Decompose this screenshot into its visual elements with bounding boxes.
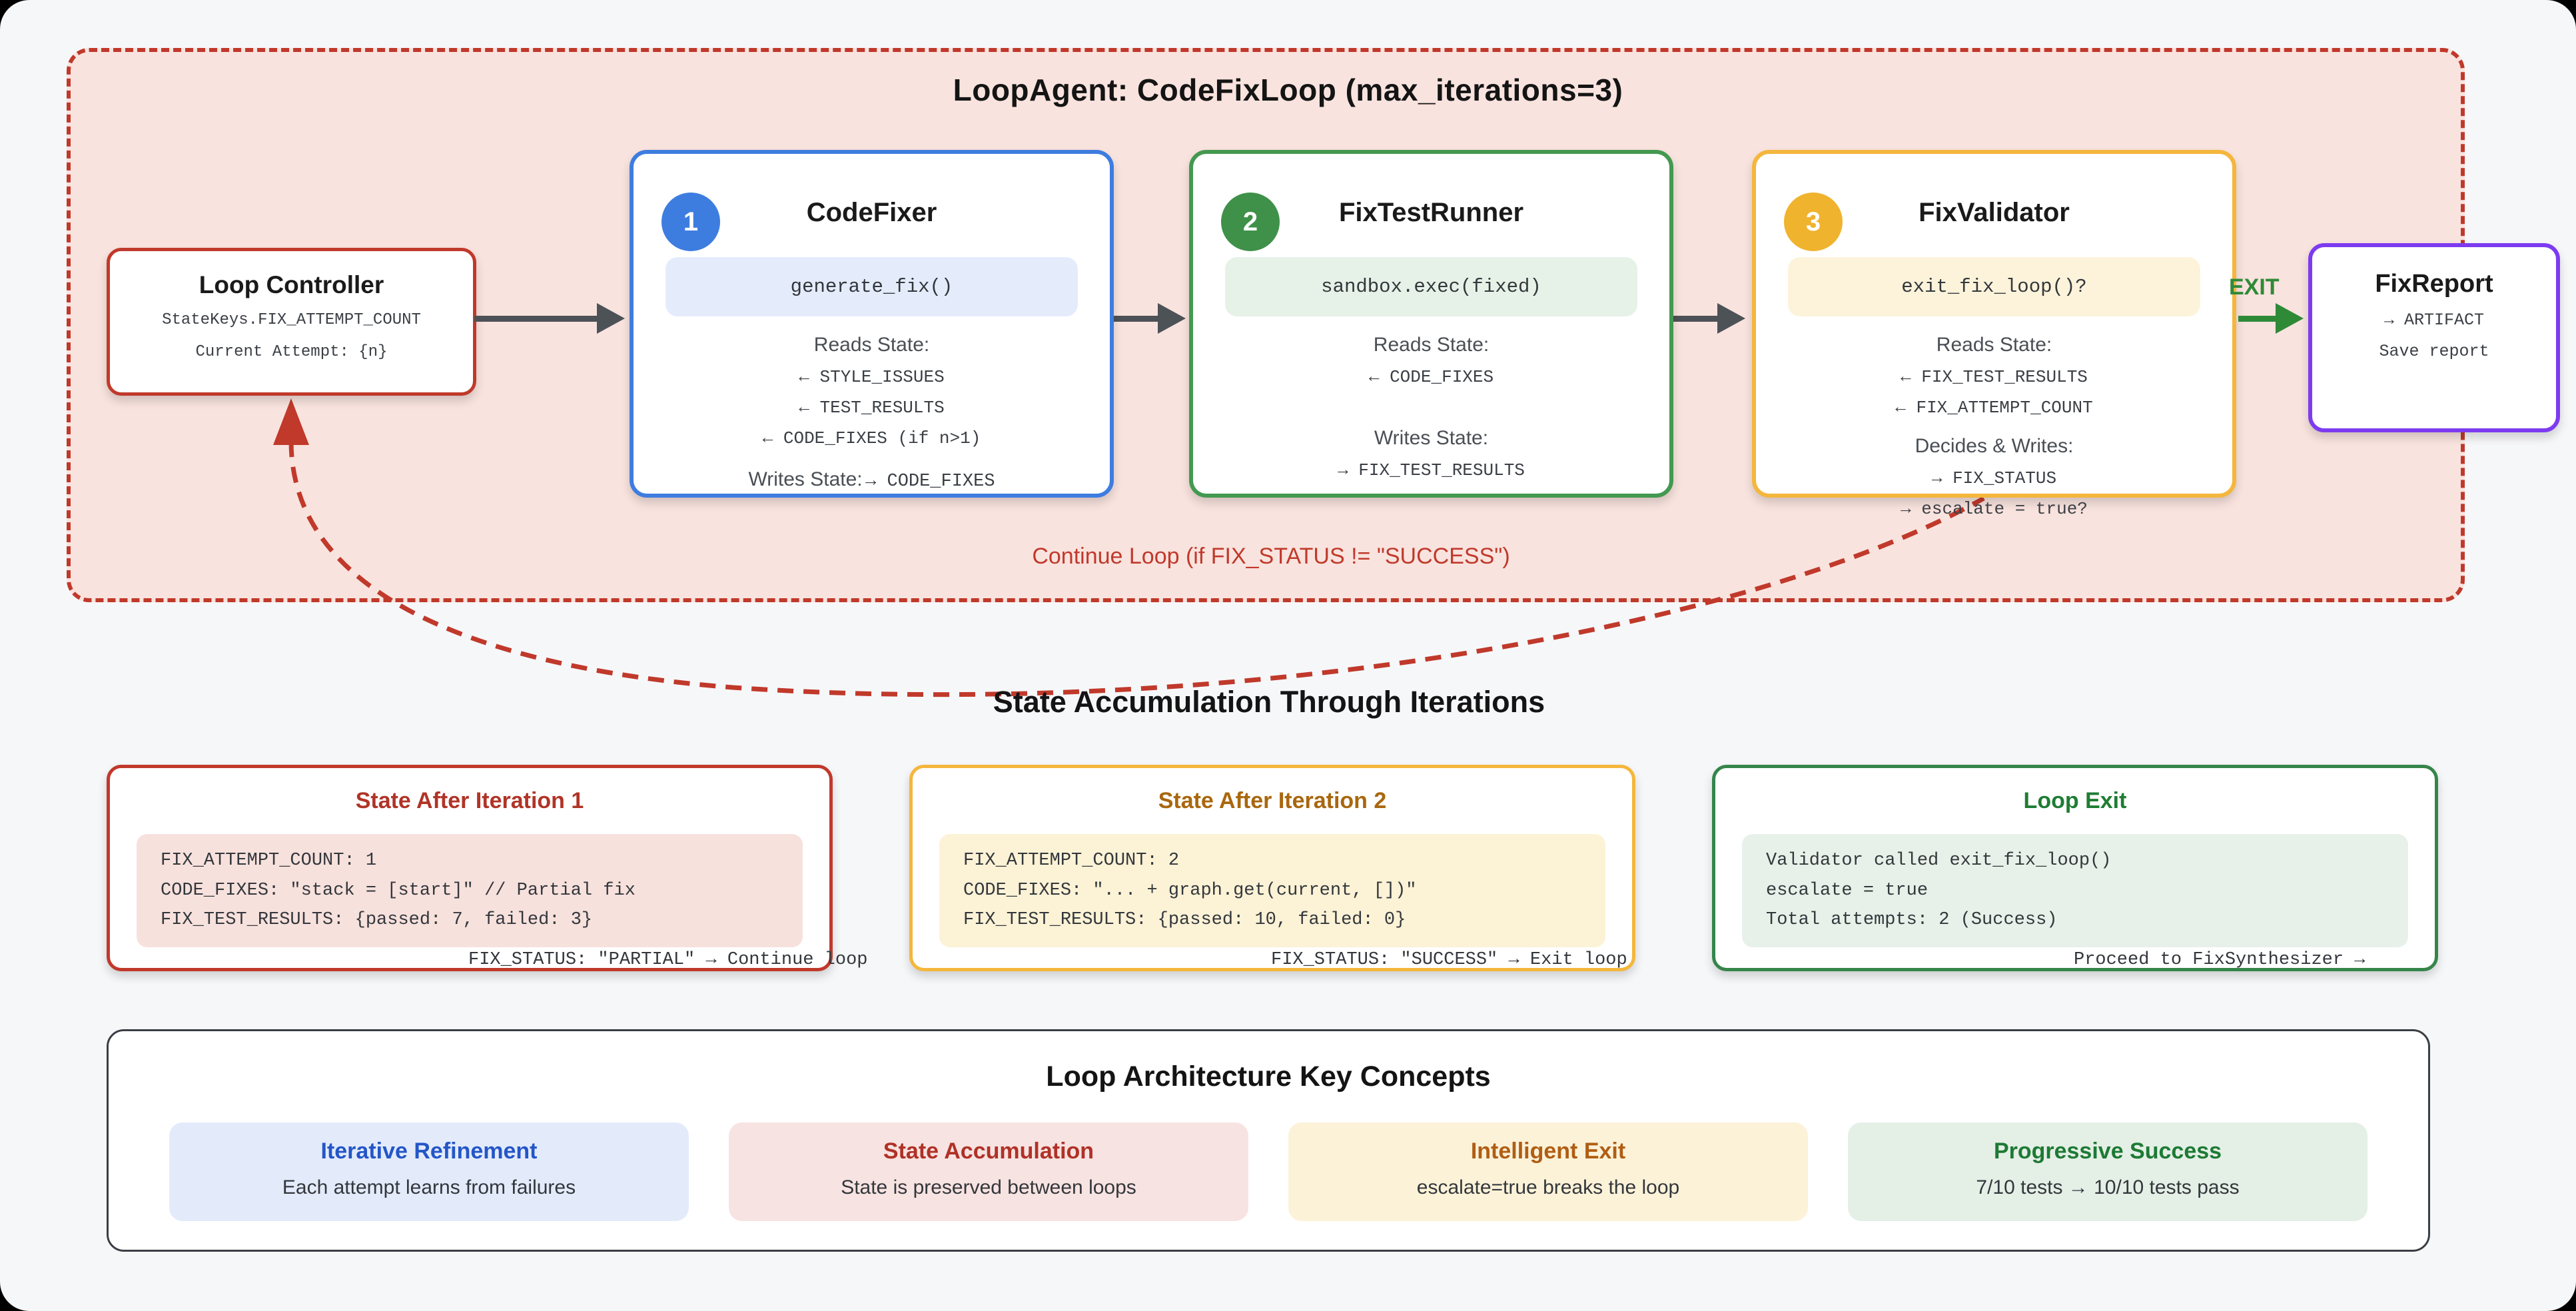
loop-exit-box: Loop Exit Validator called exit_fix_loop…: [1712, 765, 2438, 971]
controller-attempt: Current Attempt: {n}: [195, 343, 388, 362]
fixvalidator-read-item: ← FIX_TEST_RESULTS: [1901, 367, 2088, 387]
fixtestrunner-write-item: → FIX_TEST_RESULTS: [1338, 460, 1525, 480]
state-1-code: FIX_ATTEMPT_COUNT: 1 CODE_FIXES: "stack …: [137, 834, 803, 947]
controller-state-key: StateKeys.FIX_ATTEMPT_COUNT: [162, 311, 421, 329]
code-line: FIX_TEST_RESULTS: {passed: 10, failed: 0…: [963, 910, 1406, 931]
fixvalidator-title: FixValidator: [1919, 198, 2070, 227]
code-line: FIX_ATTEMPT_COUNT: 1: [161, 851, 377, 871]
concept-title: State Accumulation: [883, 1138, 1094, 1164]
agent-codefixer-box: 1 CodeFixer generate_fix() Reads State: …: [630, 150, 1114, 498]
concept-desc: escalate=true breaks the loop: [1416, 1176, 1680, 1198]
codefixer-read-item: ← STYLE_ISSUES: [799, 367, 945, 387]
fixreport-title: FixReport: [2375, 270, 2493, 298]
concept-iterative-refinement: Iterative Refinement Each attempt learns…: [169, 1122, 689, 1221]
key-concepts-panel: Loop Architecture Key Concepts Iterative…: [107, 1029, 2430, 1252]
concept-state-accumulation: State Accumulation State is preserved be…: [729, 1122, 1248, 1221]
code-line: escalate = true: [1766, 880, 1929, 901]
states-heading: State Accumulation Through Iterations: [993, 685, 1545, 719]
loop-controller-title: Loop Controller: [199, 271, 384, 298]
arrow-controller-to-codefixer: [474, 303, 625, 334]
fixtestrunner-writes-label: Writes State:: [1374, 427, 1489, 449]
fixvalidator-read-item: ← FIX_ATTEMPT_COUNT: [1895, 398, 2093, 418]
fixtestrunner-title: FixTestRunner: [1338, 198, 1524, 227]
fixvalidator-writes-label: Decides & Writes:: [1915, 435, 2074, 457]
state-iteration-1-box: State After Iteration 1 FIX_ATTEMPT_COUN…: [107, 765, 868, 971]
codefixer-method: generate_fix(): [665, 257, 1078, 316]
state-iteration-2-box: State After Iteration 2 FIX_ATTEMPT_COUN…: [909, 765, 1635, 971]
continue-loop-label: Continue Loop (if FIX_STATUS != "SUCCESS…: [1032, 544, 1510, 569]
fixreport-box: FixReport → ARTIFACT Save report: [2308, 243, 2560, 432]
arrow-codefixer-to-testrunner: [1111, 303, 1186, 334]
fixvalidator-write-item: → escalate = true?: [1901, 499, 2088, 519]
fixreport-save: Save report: [2379, 342, 2489, 361]
fixvalidator-method: exit_fix_loop()?: [1788, 257, 2200, 316]
state-2-code: FIX_ATTEMPT_COUNT: 2 CODE_FIXES: "... + …: [939, 834, 1605, 947]
loop-exit-title: Loop Exit: [2023, 788, 2127, 813]
concept-desc: State is preserved between loops: [841, 1176, 1136, 1198]
concept-title: Intelligent Exit: [1470, 1138, 1626, 1164]
code-line: FIX_ATTEMPT_COUNT: 2: [963, 851, 1180, 871]
arrow-exit-to-report: [2238, 303, 2304, 334]
codefixer-read-item: ← TEST_RESULTS: [799, 398, 945, 418]
codefixer-writes-label: Writes State:: [748, 468, 863, 490]
loop-controller-box: Loop Controller StateKeys.FIX_ATTEMPT_CO…: [107, 248, 476, 396]
fixreport-artifact: → ARTIFACT: [2383, 310, 2485, 330]
concept-progressive-success: Progressive Success 7/10 tests → 10/10 t…: [1848, 1122, 2367, 1221]
code-line: CODE_FIXES: "... + graph.get(current, []…: [963, 880, 1417, 901]
agent-fixtestrunner-box: 2 FixTestRunner sandbox.exec(fixed) Read…: [1189, 150, 1673, 498]
loop-exit-proceed-line: Proceed to FixSynthesizer →: [2074, 949, 2365, 970]
exit-label: EXIT: [2229, 274, 2280, 300]
codefixer-title: CodeFixer: [806, 198, 937, 227]
step-3-badge: 3: [1784, 193, 1843, 251]
key-concepts-row: Iterative Refinement Each attempt learns…: [109, 1122, 2428, 1221]
state-2-title: State After Iteration 2: [1158, 788, 1387, 813]
code-line: FIX_TEST_RESULTS: {passed: 7, failed: 3}: [161, 910, 593, 931]
codefixer-read-item: ← CODE_FIXES (if n>1): [762, 428, 981, 448]
agent-fixvalidator-box: 3 FixValidator exit_fix_loop()? Reads St…: [1752, 150, 2236, 519]
code-line: Validator called exit_fix_loop(): [1766, 851, 2112, 871]
code-line: Total attempts: 2 (Success): [1766, 910, 2058, 931]
key-concepts-heading: Loop Architecture Key Concepts: [1046, 1061, 1491, 1092]
codefixer-write-item: → CODE_FIXES: [865, 472, 995, 492]
step-1-badge: 1: [661, 193, 720, 251]
arrow-testrunner-to-validator: [1671, 303, 1745, 334]
concept-intelligent-exit: Intelligent Exit escalate=true breaks th…: [1288, 1122, 1808, 1221]
fixvalidator-reads-label: Reads State:: [1936, 334, 2052, 356]
fixtestrunner-reads-label: Reads State:: [1373, 334, 1490, 356]
state-1-title: State After Iteration 1: [355, 788, 584, 813]
step-2-badge: 2: [1221, 193, 1280, 251]
loop-title: LoopAgent: CodeFixLoop (max_iterations=3…: [953, 73, 1623, 107]
concept-title: Iterative Refinement: [320, 1138, 538, 1164]
concept-desc: 7/10 tests → 10/10 tests pass: [1976, 1176, 2240, 1198]
fixtestrunner-read-item: ← CODE_FIXES: [1368, 367, 1494, 387]
loop-exit-code: Validator called exit_fix_loop() escalat…: [1742, 834, 2408, 947]
codefixer-reads-label: Reads State:: [813, 334, 930, 356]
state-2-status-line: FIX_STATUS: "SUCCESS" → Exit loop: [1271, 949, 1627, 970]
codefixer-writes-line: Writes State: → CODE_FIXES: [634, 468, 1110, 492]
concept-title: Progressive Success: [1993, 1138, 2222, 1164]
state-1-status-line: FIX_STATUS: "PARTIAL" → Continue loop: [468, 949, 868, 970]
fixvalidator-write-item: → FIX_STATUS: [1931, 468, 2057, 488]
concept-desc: Each attempt learns from failures: [282, 1176, 576, 1198]
fixtestrunner-method: sandbox.exec(fixed): [1225, 257, 1637, 316]
code-line: CODE_FIXES: "stack = [start]" // Partial…: [161, 880, 636, 901]
